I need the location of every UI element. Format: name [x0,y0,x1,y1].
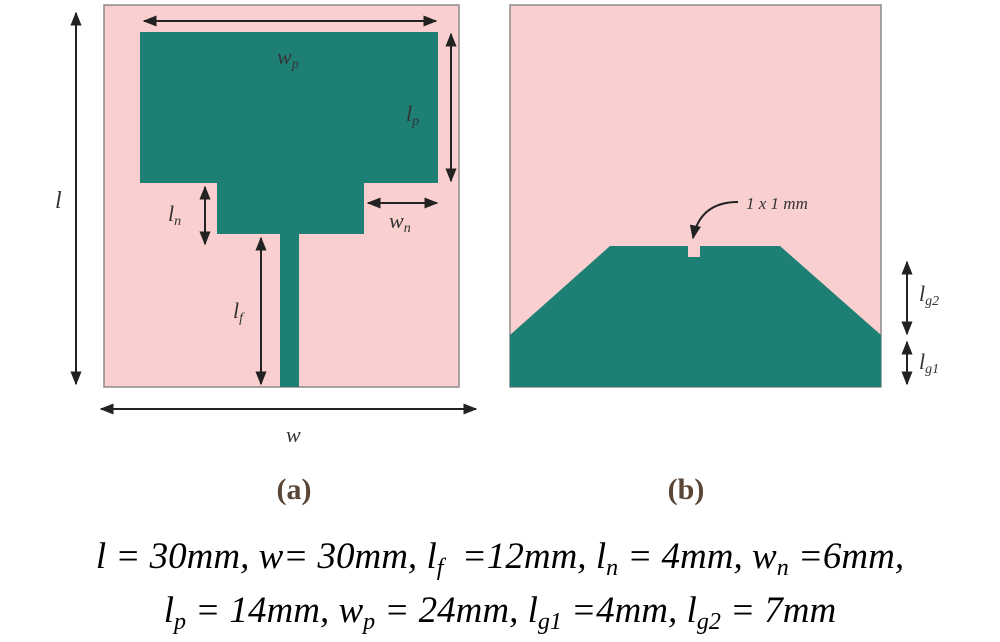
label-lg1: lg1 [919,349,939,377]
label-wn: wn [389,208,411,236]
caption-variable: l [163,590,175,631]
label-ln: ln [168,201,181,229]
caption-variable: w [752,536,777,577]
caption-value: = 30mm, [283,536,427,577]
panel-a-top-view: wp lp ln wn lf l w (a) [55,4,478,506]
ground-plane [510,246,881,387]
caption-subscript: g1 [537,609,562,635]
caption-variable: w [338,590,364,631]
slot-size-note: 1 x 1 mm [746,194,808,213]
caption-variable: l [426,536,437,577]
label-w: w [286,422,301,447]
panel-b-label: (b) [668,473,705,506]
caption-subscript: f [436,555,444,581]
caption-value: =12mm, [443,536,596,577]
caption-subscript: p [174,609,187,635]
label-l: l [55,188,62,214]
caption-subscript: n [606,555,619,581]
caption-subscript: n [776,555,789,581]
caption-value: = 7mm [720,590,837,631]
radiating-patch [140,32,438,234]
caption-value: = 14mm, [186,590,339,631]
caption-variable: l [527,590,538,631]
caption-value: = 4mm, [618,536,753,577]
ground-slot [688,246,700,257]
label-wp: wp [277,44,299,72]
caption-variable: l [595,536,607,577]
antenna-diagram: wp lp ln wn lf l w (a) 1 x 1 mm lg2 lg1 … [55,4,939,506]
caption-line-2: lp = 14mm, wp = 24mm, lg1 =4mm, lg2 = 7m… [0,590,1000,634]
caption-variable: l [95,536,107,577]
caption-line-1: l = 30mm, w= 30mm, lf =12mm, ln = 4mm, w… [0,536,1000,580]
slot-callout-arrow [689,201,739,240]
panel-b-bottom-view: 1 x 1 mm lg2 lg1 (b) [509,4,939,506]
caption-subscript: g2 [696,609,721,635]
feed-line [280,234,299,387]
label-lf: lf [233,298,245,326]
label-lg2: lg2 [919,281,939,309]
caption-variable: w [258,536,284,577]
caption-variable: l [686,590,697,631]
caption-value: = 24mm, [375,590,528,631]
caption-value: =6mm, [788,536,905,577]
caption-value: = 30mm, [106,536,259,577]
caption-value: =4mm, [561,590,687,631]
label-lp: lp [406,101,419,129]
panel-a-label: (a) [277,473,312,506]
caption-subscript: p [363,609,376,635]
